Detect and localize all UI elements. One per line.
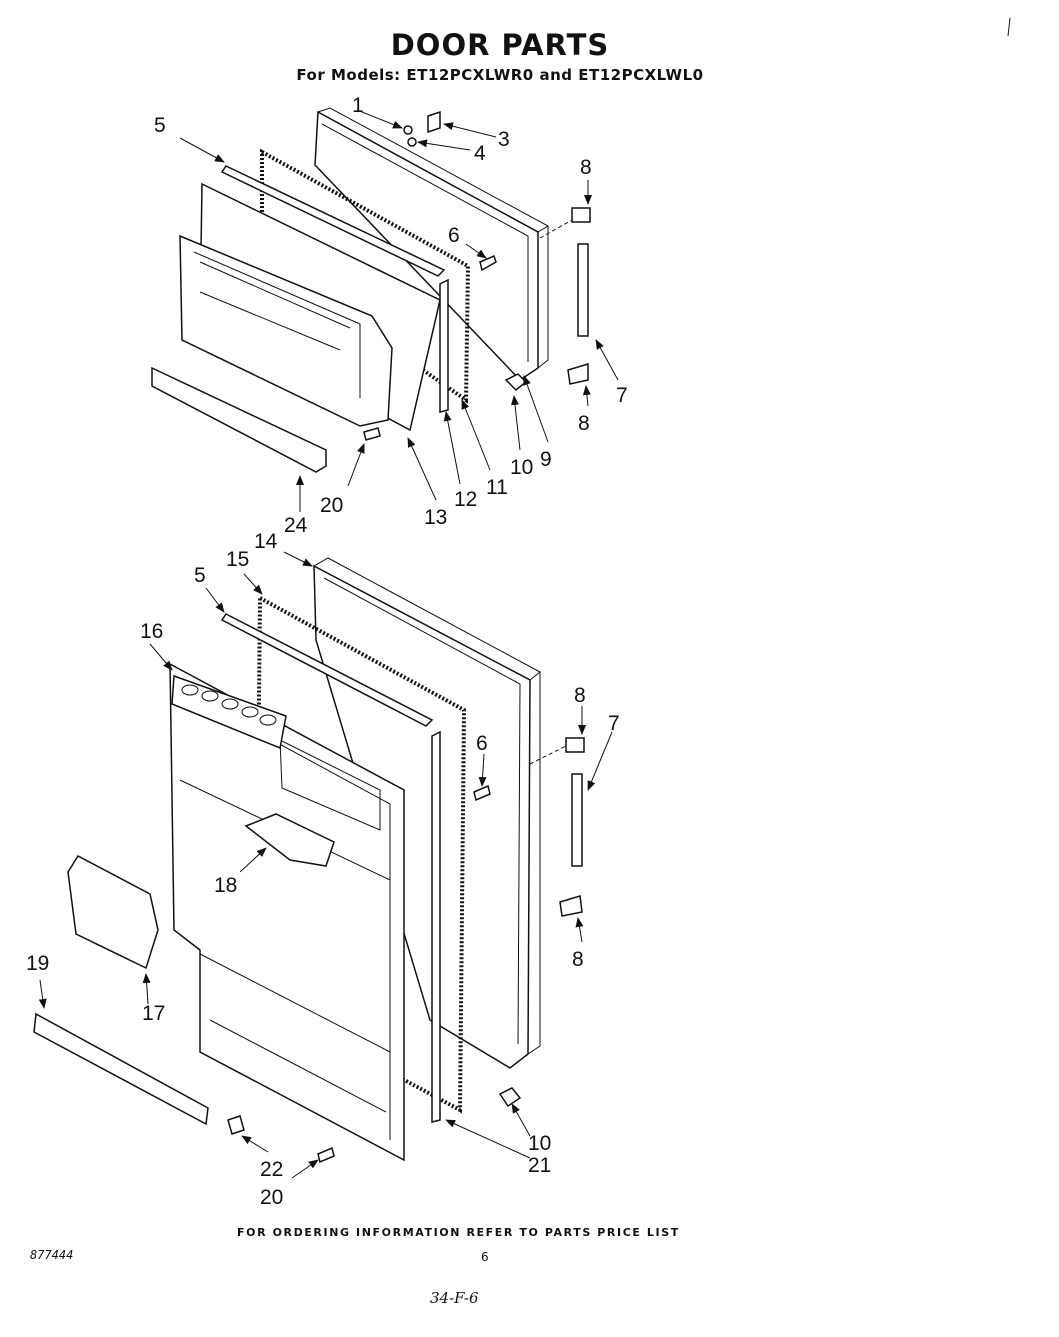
stray-mark: [1007, 17, 1011, 37]
upper-screw-1: [403, 125, 413, 135]
page-title: DOOR PARTS: [390, 28, 610, 62]
lower-hinge-top: [565, 737, 585, 753]
label-11: 11: [486, 476, 508, 499]
label-1: 1: [352, 94, 364, 117]
label-9: 9: [540, 448, 552, 471]
label-3: 3: [498, 128, 510, 151]
upper-shelf-bar: [151, 366, 327, 473]
handwritten-code: 34-F-6: [430, 1289, 479, 1307]
label-4: 4: [474, 142, 486, 165]
document-number: 877444: [30, 1248, 74, 1262]
label-5-lower: 5: [194, 564, 206, 587]
label-21: 21: [528, 1154, 551, 1177]
label-6-upper: 6: [448, 224, 460, 247]
label-16: 16: [140, 620, 163, 643]
butter-compartment: [244, 813, 335, 867]
lower-door-liner: [169, 662, 405, 1162]
upper-screw-6: [479, 254, 497, 272]
label-13: 13: [424, 506, 447, 529]
upper-hinge-top: [571, 207, 591, 223]
label-15: 15: [226, 548, 249, 571]
egg-tray: [171, 674, 287, 750]
label-20-upper: 20: [320, 494, 343, 517]
label-19: 19: [26, 952, 49, 975]
lower-top-trim: [220, 613, 434, 727]
upper-screw-4: [407, 137, 417, 147]
label-10-upper: 10: [510, 456, 533, 479]
upper-hinge-bottom: [567, 362, 589, 385]
label-7-upper: 7: [616, 384, 628, 407]
lower-door-assembly: 14 15 5 16 6 8 7 8 18 17 19 10 21 22 20: [26, 530, 620, 1209]
upper-hinge-rod: [577, 243, 589, 337]
dairy-door: [67, 855, 159, 970]
lower-shelf-bar: [33, 1012, 209, 1126]
label-12: 12: [454, 488, 477, 511]
label-18: 18: [214, 874, 237, 897]
lower-hinge-bottom: [559, 895, 583, 917]
page-number: 6: [481, 1250, 489, 1264]
lower-bearing: [498, 1087, 522, 1108]
lower-screw-22: [227, 1115, 245, 1135]
label-6-lower: 6: [476, 732, 488, 755]
label-22: 22: [260, 1158, 283, 1181]
lower-door-gasket: [253, 594, 467, 1114]
label-5-upper: 5: [154, 114, 166, 137]
upper-top-trim: [220, 165, 446, 277]
label-7-lower: 7: [608, 712, 620, 735]
label-8-lower-top: 8: [574, 684, 586, 707]
ordering-info-note: FOR ORDERING INFORMATION REFER TO PARTS …: [237, 1226, 680, 1239]
lower-breaker-strip: [431, 730, 441, 1123]
upper-hinge-cap-3: [427, 110, 441, 134]
upper-outer-door-panel: [314, 107, 550, 381]
lower-screw-20: [317, 1146, 335, 1164]
upper-screw-20: [363, 427, 381, 441]
label-20-lower: 20: [260, 1186, 283, 1209]
label-10-lower: 10: [528, 1132, 551, 1155]
label-24: 24: [284, 514, 308, 537]
label-14: 14: [254, 530, 278, 553]
models-subtitle: For Models: ET12PCXLWR0 and ET12PCXLWL0: [296, 66, 704, 84]
upper-breaker-strip: [439, 278, 449, 413]
lower-screw-6: [473, 784, 491, 802]
label-8-upper-bottom: 8: [578, 412, 590, 435]
label-8-upper-top: 8: [580, 156, 592, 179]
upper-liner-shelf-box: [179, 234, 393, 427]
upper-door-assembly: 1 3 4 5 6 8 7 8 9 10 11 12 13 20 24: [151, 94, 628, 537]
label-17: 17: [142, 1002, 165, 1025]
label-8-lower-bottom: 8: [572, 948, 584, 971]
lower-hinge-rod: [571, 773, 583, 867]
